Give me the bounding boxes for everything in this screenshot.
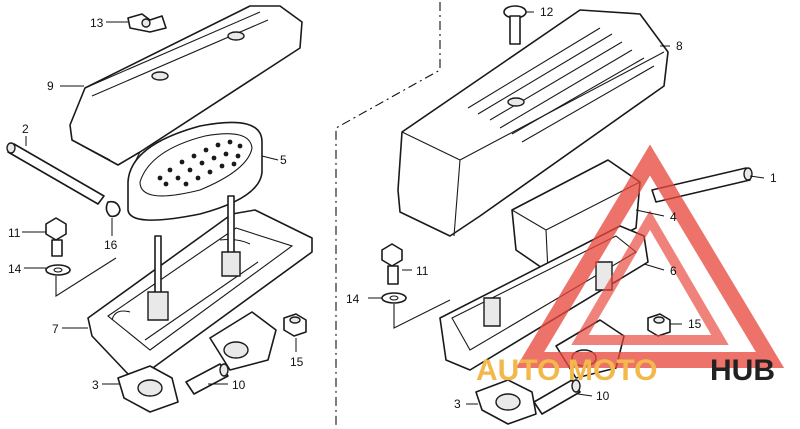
part-10-pipe-left <box>185 363 229 395</box>
part-15-nut-right <box>647 313 671 337</box>
part-10-pipe-right <box>533 379 581 415</box>
callout-14-right: 14 <box>346 292 360 306</box>
part-14-washer-right <box>381 292 407 304</box>
callout-12: 12 <box>540 5 554 19</box>
part-3-gasket-right <box>475 379 537 425</box>
part-12-screw <box>503 5 527 45</box>
callout-2: 2 <box>22 122 29 136</box>
part-3-gasket-left <box>117 365 179 413</box>
callout-10-left: 10 <box>232 378 246 392</box>
watermark-triangle-icon <box>515 144 785 368</box>
callout-3-left: 3 <box>92 378 99 392</box>
callout-numbers: 13 9 2 5 16 11 14 7 3 10 15 12 8 1 4 6 1… <box>8 5 777 411</box>
left-assembly <box>6 5 313 413</box>
watermark-word-auto: AUTO <box>476 354 560 387</box>
callout-13: 13 <box>90 16 104 30</box>
part-13-wing-nut <box>127 13 167 33</box>
part-14-washer-left <box>45 264 71 276</box>
part-4-filter-element <box>511 159 641 273</box>
callout-14-left: 14 <box>8 262 22 276</box>
callout-9: 9 <box>47 79 54 93</box>
callout-11-right: 11 <box>416 264 429 278</box>
leader-lines <box>22 11 765 405</box>
callout-15-left: 15 <box>290 355 304 369</box>
callout-4: 4 <box>670 210 677 224</box>
callout-15-right: 15 <box>688 317 702 331</box>
part-15-nut-left <box>283 313 307 337</box>
part-2-breather-tube <box>6 142 105 205</box>
watermark-word-hub: HUB <box>710 354 775 387</box>
callout-3-right: 3 <box>454 397 461 411</box>
callout-6: 6 <box>670 264 677 278</box>
watermark-wordmark: AUTO MOTO HUB <box>476 354 775 387</box>
part-11-bolt-right <box>381 243 403 285</box>
callout-11-left: 11 <box>8 226 21 240</box>
callout-8: 8 <box>676 39 683 53</box>
part-8-air-cleaner-cover <box>397 9 669 237</box>
part-16-clip <box>105 200 121 218</box>
part-9-air-cleaner-cover <box>69 5 303 169</box>
part-11-bolt-left <box>45 217 67 257</box>
callout-5: 5 <box>280 153 287 167</box>
callout-1: 1 <box>770 171 777 185</box>
callout-7: 7 <box>52 322 59 336</box>
variant-divider <box>335 2 441 429</box>
callout-16: 16 <box>104 238 118 252</box>
watermark-logo <box>515 144 785 368</box>
watermark-word-moto: MOTO <box>568 354 657 387</box>
part-7-air-cleaner-case <box>87 195 313 375</box>
callout-10-right: 10 <box>596 389 610 403</box>
